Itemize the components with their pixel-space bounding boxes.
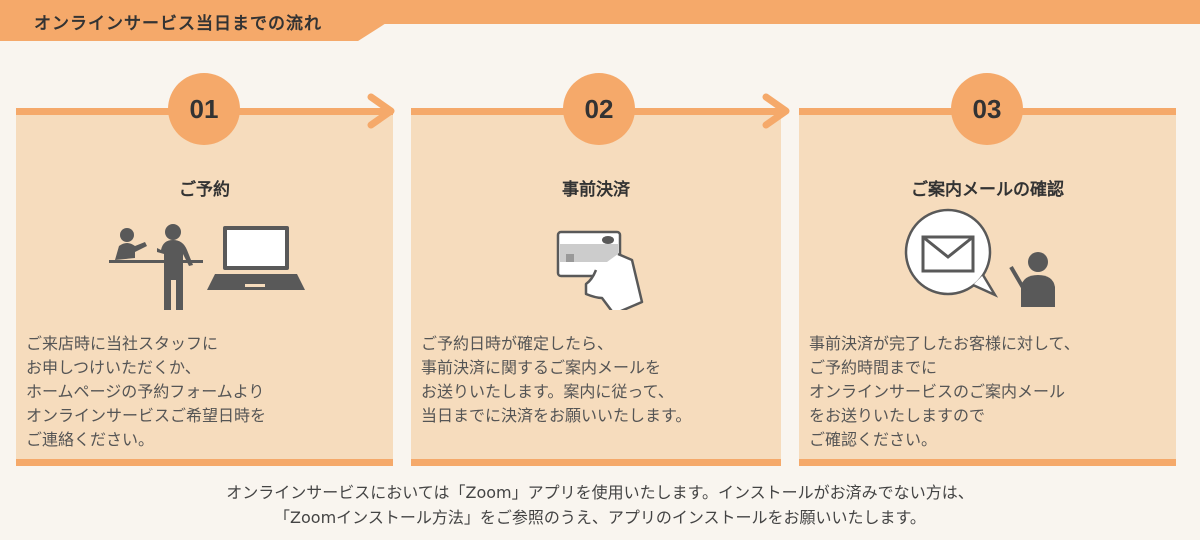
step-heading: 事前決済 bbox=[562, 180, 630, 200]
mail-phone-icon bbox=[904, 208, 1055, 307]
title-tab bbox=[0, 0, 385, 41]
page-title: オンラインサービス当日までの流れ bbox=[34, 14, 322, 34]
credit-card-hand-icon bbox=[556, 230, 644, 310]
step-heading: ご予約 bbox=[179, 180, 230, 200]
step-description: ご来店時に当社スタッフに お申しつけいただくか、 ホームページの予約フォームより… bbox=[26, 334, 267, 449]
footer-note-line2: 「Zoomインストール方法」をご参照のうえ、アプリのインストールをお願いいたしま… bbox=[274, 508, 926, 527]
arrow-right-icon bbox=[367, 93, 395, 129]
step-description: 事前決済が完了したお客様に対して、 ご予約時間までに オンラインサービスのご案内… bbox=[809, 334, 1080, 449]
step-panel-3: 03 ご案内メールの確認 事前決済が完了したお客様に対して、 ご予約時間までに … bbox=[799, 73, 1176, 466]
reception-laptop-icon bbox=[108, 224, 305, 310]
step-number: 02 bbox=[563, 73, 635, 145]
step-heading: ご案内メールの確認 bbox=[911, 180, 1064, 200]
step-number: 03 bbox=[951, 73, 1023, 145]
step-description: ご予約日時が確定したら、 事前決済に関するご案内メールを お送りいたします。案内… bbox=[421, 334, 692, 425]
step-number: 01 bbox=[168, 73, 240, 145]
footer-note-line1: オンラインサービスにおいては「Zoom」アプリを使用いたします。インストールがお… bbox=[226, 483, 974, 502]
arrow-right-icon bbox=[762, 93, 790, 129]
step-panel-1: 01 ご予約 ご来店時に当社スタッフに お申しつけいただくか、 ホームページの予… bbox=[16, 73, 393, 466]
step-panel-2: 02 事前決済 ご予約日時が確定したら、 事前決済に関するご案内メールを お送り… bbox=[411, 73, 781, 466]
